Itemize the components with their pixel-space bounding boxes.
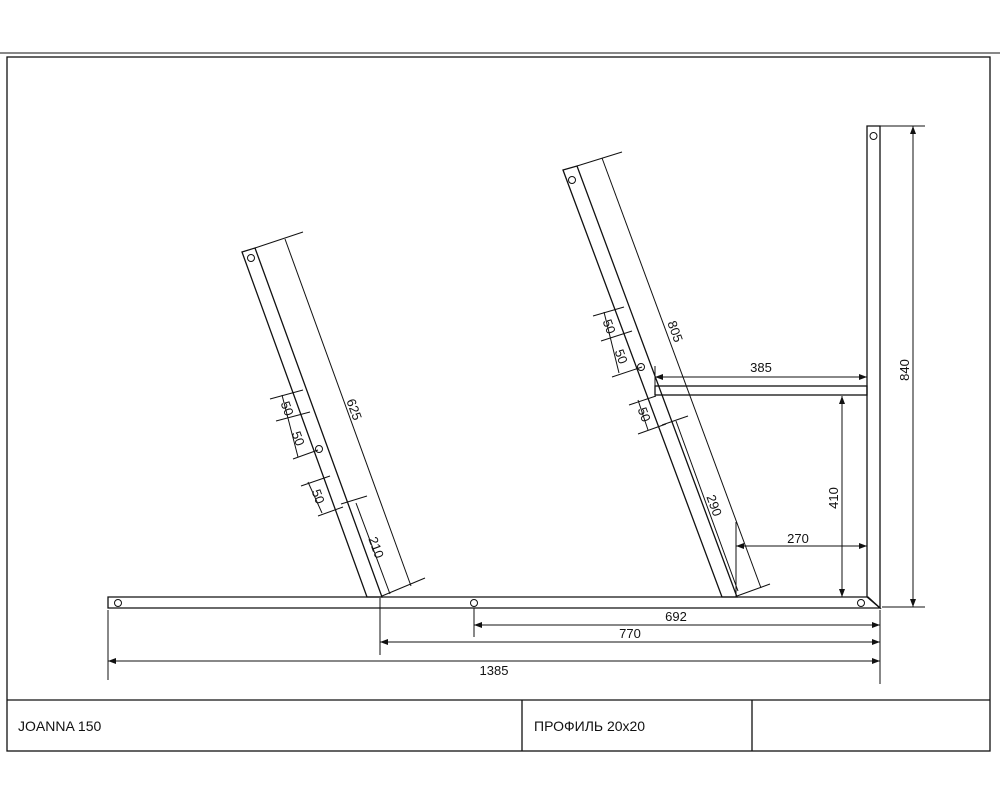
dim-210-ext-top [340, 495, 368, 505]
dim-840-label: 840 [897, 359, 912, 381]
base-bar-profile [107, 596, 882, 609]
dim-210: 210 [340, 495, 391, 595]
left-step-label-3: 50 [309, 487, 328, 506]
dim-625-ext-bottom [381, 577, 426, 597]
dim-1385-arrow-left [108, 658, 116, 664]
dim-410-label: 410 [826, 487, 841, 509]
right-step-label-1: 50 [600, 317, 619, 336]
dim-270: 270 [735, 522, 867, 597]
right-step-tick-1 [592, 306, 625, 317]
dim-270-arrow-left [736, 543, 744, 549]
dim-625-label: 625 [343, 397, 365, 423]
dim-692-arrow-left [474, 622, 482, 628]
dim-left-steps: 50 50 50 [269, 389, 344, 517]
right-leg-profile [562, 165, 738, 598]
dim-805-line [601, 157, 762, 589]
right-step-label-3: 50 [635, 405, 654, 424]
left-step-tick-2 [275, 411, 311, 422]
dim-270-label: 270 [787, 531, 809, 546]
left-step-line-1 [281, 394, 299, 458]
back-post-hole [869, 132, 878, 140]
base-hole-right [857, 599, 865, 607]
dim-1385-arrow-right [872, 658, 880, 664]
dim-692: 692 [473, 608, 880, 637]
dim-385-label: 385 [750, 360, 772, 375]
dim-210-line [355, 502, 391, 595]
dim-692-arrow-right [872, 622, 880, 628]
dim-270-arrow-right [859, 543, 867, 549]
dim-625: 625 [254, 231, 426, 597]
dim-290-label: 290 [703, 493, 725, 519]
dim-770-label: 770 [619, 626, 641, 641]
left-step-tick-4 [300, 475, 331, 487]
dim-290-line [675, 420, 739, 592]
right-leg-hole-top [568, 176, 576, 184]
right-leg [562, 165, 738, 598]
dim-770: 770 [379, 598, 880, 655]
dim-385-arrow-right [859, 374, 867, 380]
left-step-label-2: 50 [289, 429, 308, 448]
base-hole-middle [470, 599, 478, 607]
dim-805: 805 [576, 151, 771, 597]
left-leg [241, 247, 383, 598]
left-step-tick-1 [269, 389, 304, 400]
title-block: JOANNA 150 ПРОФИЛЬ 20x20 [7, 699, 990, 751]
dim-805-label: 805 [664, 319, 686, 345]
dim-625-line [284, 238, 412, 587]
base-hole-left [114, 599, 122, 607]
left-leg-hole-middle [315, 445, 323, 453]
dim-805-ext-top [576, 151, 623, 167]
dim-770-arrow-right [872, 639, 880, 645]
dim-805-ext-bottom [736, 583, 771, 597]
dim-840-arrow-top [910, 126, 916, 134]
dim-410-arrow-top [839, 396, 845, 404]
right-step-label-2: 50 [612, 347, 631, 366]
dim-right-steps: 50 50 50 [592, 306, 667, 435]
left-step-tick-5 [317, 506, 344, 517]
right-step-tick-5 [637, 423, 667, 435]
left-step-line-2 [307, 481, 323, 514]
dim-385-arrow-left [655, 374, 663, 380]
dim-290-ext-top [661, 415, 689, 426]
arm-bar [654, 385, 868, 396]
dim-1385-label: 1385 [480, 663, 509, 678]
dim-692-label: 692 [665, 609, 687, 624]
dim-410-arrow-bottom [839, 589, 845, 597]
dim-410: 410 [826, 396, 845, 597]
right-step-tick-3 [611, 366, 643, 378]
right-step-line-2 [637, 399, 649, 431]
back-post-profile [866, 125, 881, 610]
dim-840: 840 [880, 125, 925, 608]
right-step-line-1 [603, 311, 620, 374]
arm-bar-profile [654, 385, 868, 396]
right-step-tick-2 [600, 330, 633, 342]
dim-385: 385 [654, 360, 867, 386]
left-leg-hole-top [247, 254, 255, 262]
dim-1385: 1385 [107, 610, 881, 684]
left-step-tick-3 [292, 449, 319, 460]
material-label: ПРОФИЛЬ 20x20 [534, 718, 645, 734]
left-step-label-1: 50 [278, 399, 297, 418]
drawing-frame [6, 56, 991, 752]
dim-840-arrow-bottom [910, 599, 916, 607]
dim-210-label: 210 [365, 535, 387, 561]
model-name: JOANNA 150 [18, 718, 101, 734]
dim-770-arrow-left [380, 639, 388, 645]
right-step-tick-4 [628, 395, 657, 406]
back-post [866, 125, 881, 610]
dim-625-ext-top [254, 231, 304, 249]
dim-290: 290 [661, 415, 739, 592]
base-bar [107, 596, 882, 609]
left-leg-profile [241, 247, 383, 598]
